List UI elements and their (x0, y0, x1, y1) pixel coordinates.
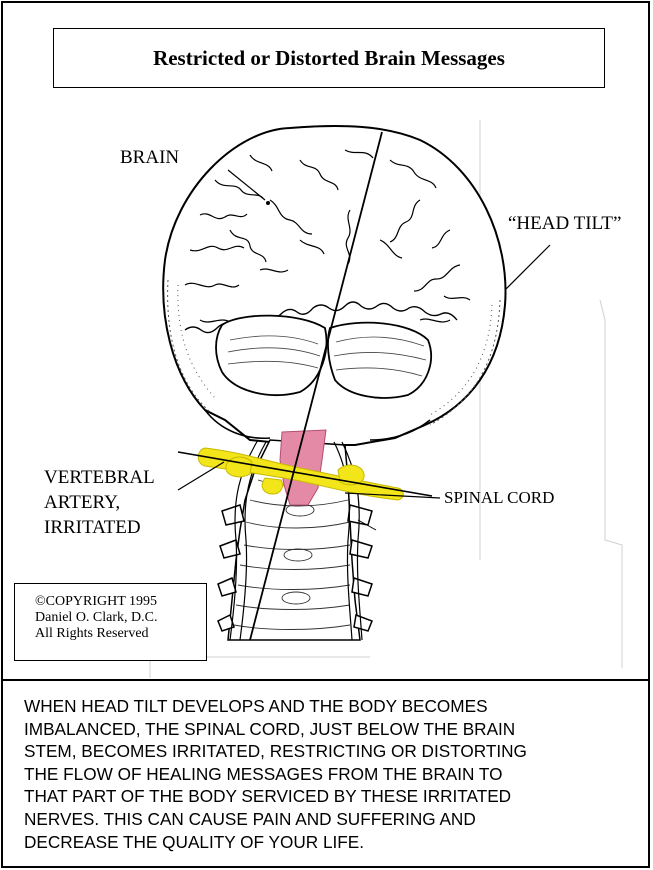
copyright-line-2: Daniel O. Clark, D.C. (35, 610, 206, 626)
page-title: Restricted or Distorted Brain Messages (153, 46, 505, 71)
caption-line: THE FLOW OF HEALING MESSAGES FROM THE BR… (24, 763, 644, 786)
head-tilt-leader-line (505, 245, 550, 290)
copyright-line-1: ©COPYRIGHT 1995 (35, 594, 206, 610)
caption-text: WHEN HEAD TILT DEVELOPS AND THE BODY BEC… (24, 695, 644, 853)
caption-line: NERVES. THIS CAN CAUSE PAIN AND SUFFERIN… (24, 808, 644, 831)
copyright-line-3: All Rights Reserved (35, 626, 206, 642)
artery-leader-line (178, 462, 224, 490)
label-vertebral-artery-line3: IRRITATED (44, 515, 155, 540)
caption-line: IMBALANCED, THE SPINAL CORD, JUST BELOW … (24, 718, 644, 741)
label-brain: BRAIN (120, 146, 179, 170)
caption-line: THAT PART OF THE BODY SERVICED BY THESE … (24, 785, 644, 808)
label-head-tilt: “HEAD TILT” (508, 212, 621, 236)
brain-leader-dot (266, 201, 270, 205)
copyright-box: ©COPYRIGHT 1995 Daniel O. Clark, D.C. Al… (14, 583, 207, 661)
caption-line: DECREASE THE QUALITY OF YOUR LIFE. (24, 831, 644, 854)
label-vertebral-artery: VERTEBRAL ARTERY, IRRITATED (44, 465, 155, 540)
label-vertebral-artery-line1: VERTEBRAL (44, 465, 155, 490)
label-spinal-cord: SPINAL CORD (444, 488, 554, 508)
caption-line: WHEN HEAD TILT DEVELOPS AND THE BODY BEC… (24, 695, 644, 718)
title-box: Restricted or Distorted Brain Messages (53, 28, 605, 88)
caption-line: STEM, BECOMES IRRITATED, RESTRICTING OR … (24, 740, 644, 763)
label-vertebral-artery-line2: ARTERY, (44, 490, 155, 515)
